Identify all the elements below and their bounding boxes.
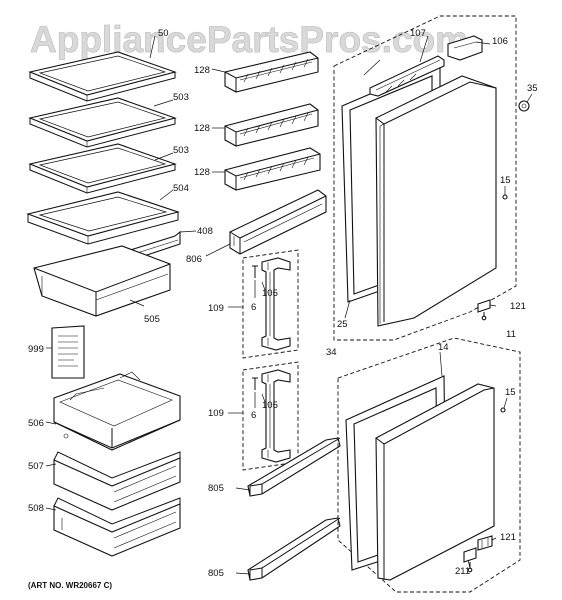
callout-999: 999 (28, 344, 44, 355)
callout-109-b: 109 (208, 408, 224, 419)
shelf-503-lower[interactable] (28, 143, 177, 194)
shelf-504[interactable] (26, 191, 180, 245)
bin-frame-109-a[interactable] (261, 257, 291, 351)
door-shelf-805-a[interactable] (247, 437, 341, 497)
callout-506: 506 (28, 418, 44, 429)
callout-805-a: 805 (208, 483, 224, 494)
door-bin-806[interactable] (229, 189, 327, 255)
callout-6-a: 6 (251, 302, 256, 313)
callout-11: 11 (506, 329, 516, 340)
callout-503-a: 503 (173, 92, 189, 103)
callout-14: 14 (438, 342, 449, 353)
callout-408: 408 (197, 226, 213, 237)
screw-15-upper[interactable] (502, 194, 508, 200)
callout-labels: 50 503 503 504 408 505 999 506 507 508 1… (28, 28, 538, 579)
bin-frame-109-b[interactable] (261, 369, 291, 463)
callout-805-b: 805 (208, 568, 224, 579)
watermark: AppliancePartsPros.com (30, 19, 468, 60)
door-bin-128-b[interactable] (224, 103, 319, 147)
callout-121-a: 121 (510, 301, 526, 312)
callout-121-b: 121 (500, 532, 516, 543)
hinge-121-upper[interactable] (477, 299, 491, 321)
pan-505[interactable] (33, 245, 171, 317)
door-11-fresh-food[interactable] (375, 75, 497, 327)
dashed-frame-109-a (242, 249, 299, 359)
callout-211: 211 (455, 566, 470, 577)
shelf-503-upper[interactable] (28, 97, 177, 148)
bin-508[interactable] (53, 497, 181, 557)
art-number: (ART NO. WR20667 C) (28, 581, 112, 590)
callout-109-a: 109 (208, 303, 224, 314)
hinge-106[interactable] (447, 35, 483, 61)
screw-6-b[interactable] (252, 377, 258, 390)
shelf-50[interactable] (28, 51, 177, 102)
callout-50: 50 (158, 28, 169, 39)
callout-507: 507 (28, 461, 44, 472)
callout-806: 806 (186, 254, 202, 265)
callout-105-a: 105 (262, 288, 278, 299)
dashed-frame-11 (337, 337, 521, 593)
callout-35: 35 (527, 83, 538, 94)
callout-25: 25 (337, 319, 348, 330)
hinge-cover-107[interactable] (369, 55, 445, 97)
callout-128-b: 128 (194, 123, 210, 134)
door-bin-128-c[interactable] (224, 147, 321, 191)
plug-35[interactable] (518, 100, 530, 112)
leader-lines (45, 35, 533, 575)
callout-15-b: 15 (505, 387, 516, 398)
callout-503-b: 503 (173, 145, 189, 156)
callout-34: 34 (326, 347, 337, 358)
callout-508: 508 (28, 503, 44, 514)
door-bin-128-a[interactable] (224, 51, 319, 93)
screw-15-lower[interactable] (500, 407, 506, 413)
door-shelf-805-b[interactable] (247, 517, 341, 581)
callout-128-a: 128 (194, 65, 210, 76)
door-freezer[interactable] (375, 383, 495, 581)
callout-128-c: 128 (194, 167, 210, 178)
hinge-121-lower[interactable] (477, 535, 493, 551)
screw-6-a[interactable] (252, 265, 258, 278)
callout-504: 504 (173, 183, 189, 194)
manual-999[interactable] (51, 325, 85, 379)
callout-505: 505 (144, 314, 160, 325)
callout-107: 107 (410, 28, 426, 39)
dashed-frame-109-b (242, 361, 299, 471)
bin-507[interactable] (53, 451, 181, 511)
callout-15-a: 15 (500, 175, 511, 186)
callout-105-b: 105 (262, 400, 278, 411)
hinge-211[interactable] (463, 547, 477, 573)
dashed-frame-34 (333, 15, 517, 341)
callout-106: 106 (492, 36, 508, 47)
bin-506[interactable] (53, 371, 181, 451)
callout-6-b: 6 (251, 410, 256, 421)
